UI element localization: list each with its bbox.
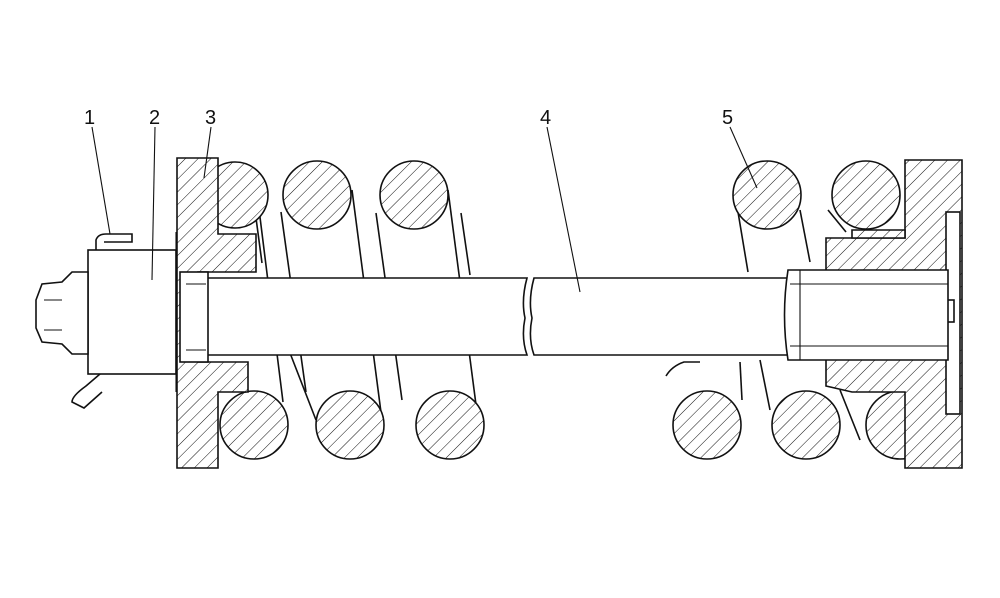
callout-2: 2	[149, 107, 160, 129]
coil-section-bottom-2	[315, 390, 385, 460]
leader-lines	[91, 126, 758, 293]
coil-section-bottom-5	[771, 390, 841, 460]
rod	[203, 269, 949, 361]
split-pin-bottom	[71, 373, 103, 409]
coil-section-top-2	[282, 160, 352, 230]
callout-4: 4	[540, 107, 551, 129]
coil-section-bottom-1	[219, 390, 289, 460]
bolt-end	[35, 271, 89, 355]
coil-section-top-4	[732, 160, 802, 230]
split-pin-top	[95, 233, 133, 250]
coil-section-top-3	[379, 160, 449, 230]
callout-labels: 1 2 3 4 5	[84, 107, 733, 129]
left-spring-seat	[176, 157, 257, 469]
coil-section-bottom-4	[672, 390, 742, 460]
callout-1: 1	[84, 107, 95, 129]
callout-5: 5	[722, 107, 733, 129]
coil-section-bottom-3	[415, 390, 485, 460]
castle-nut	[87, 249, 177, 375]
nut-and-pin	[35, 232, 177, 409]
coil-section-top-5	[831, 160, 901, 230]
callout-3: 3	[205, 107, 216, 129]
